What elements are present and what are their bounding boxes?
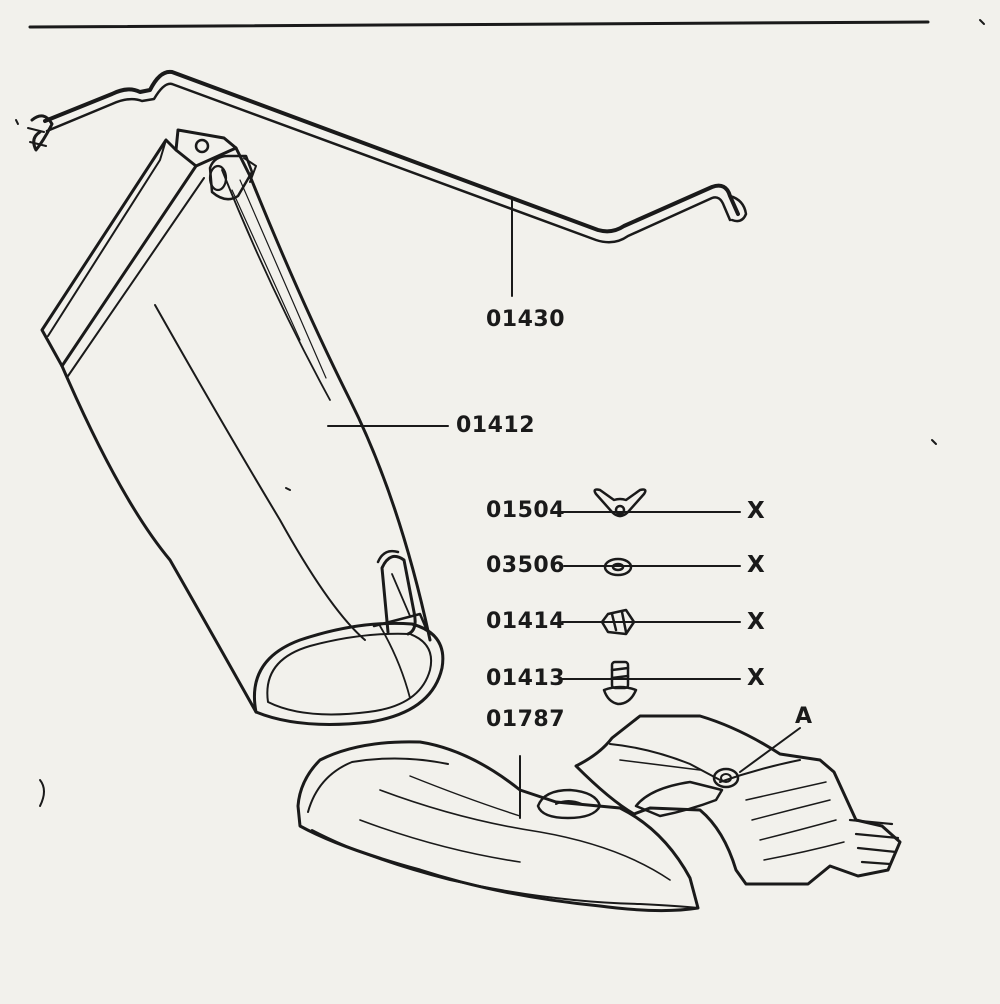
- x-marker-03506: X: [747, 552, 766, 578]
- guard-bracket: [574, 714, 902, 886]
- chute-01412: [40, 128, 445, 726]
- point-a-label: A: [795, 704, 813, 729]
- top-rule: [28, 20, 930, 29]
- deflector-01787: [296, 740, 700, 913]
- bolt-01413: [602, 660, 638, 706]
- leader-lines: [327, 199, 801, 819]
- speckles: [15, 19, 985, 807]
- deflector-rod-01430: [27, 69, 748, 244]
- wing-nut-01504: [593, 488, 647, 518]
- washer-03506: [603, 557, 633, 577]
- nut-01414: [600, 608, 636, 636]
- label-01414: 01414: [486, 609, 566, 634]
- label-01504: 01504: [486, 498, 566, 523]
- x-marker-01413: X: [747, 665, 766, 691]
- x-marker-01414: X: [747, 609, 766, 635]
- label-01430: 01430: [486, 307, 566, 332]
- label-03506: 03506: [486, 553, 566, 578]
- leader-a: [739, 727, 801, 773]
- x-marker-01504: X: [747, 498, 766, 524]
- label-01413: 01413: [486, 666, 566, 691]
- label-01412: 01412: [456, 413, 536, 438]
- label-01787: 01787: [486, 707, 566, 732]
